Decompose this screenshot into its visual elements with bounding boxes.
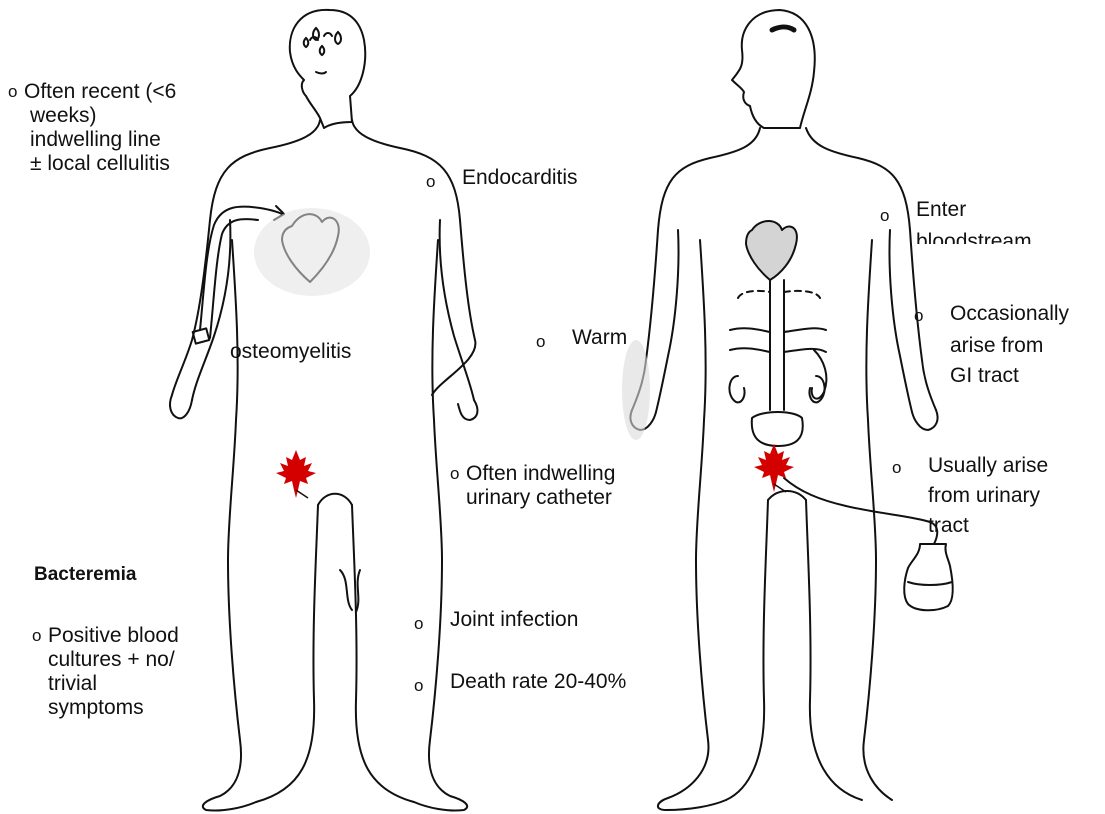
- line-note-line-2: weeks): [30, 104, 97, 128]
- bacteremia-note-line-3: trivial: [48, 672, 97, 696]
- enter-note: Enter bloodstream: [916, 198, 1096, 244]
- right-maple-leaf: [754, 444, 794, 492]
- endocarditis-bullet: o: [426, 172, 435, 192]
- joint-infection-bullet: o: [414, 614, 423, 634]
- left-maple-leaf: [276, 450, 316, 498]
- bacteremia-note-line-4: symptoms: [48, 696, 144, 720]
- bacteremia-title: Bacteremia: [34, 563, 136, 587]
- joint-infection-label: Joint infection: [450, 608, 578, 632]
- enter-line-1: Enter: [916, 198, 966, 222]
- usually-line-1: Usually arise: [928, 454, 1048, 478]
- right-heart: [746, 221, 797, 280]
- catheter-note-line-1: Often indwelling: [466, 462, 615, 486]
- usually-line-2: from urinary: [928, 484, 1040, 508]
- bacteremia-note-line-2: cultures + no/: [48, 648, 175, 672]
- urine-bag: [904, 544, 953, 610]
- enter-bullet: o: [880, 206, 889, 226]
- occasionally-line-3: GI tract: [950, 364, 1019, 388]
- line-note-bullet: o: [8, 82, 17, 102]
- bacteremia-note-bullet: o: [32, 626, 41, 646]
- death-rate-bullet: o: [414, 676, 423, 696]
- occasionally-line-1: Occasionally: [950, 302, 1069, 326]
- warm-bullet: o: [536, 332, 545, 352]
- osteomyelitis-label: osteomyelitis: [230, 340, 351, 364]
- line-note-line-4: ± local cellulitis: [30, 152, 170, 176]
- right-body-figure: [630, 10, 952, 810]
- catheter-note-line-2: urinary catheter: [466, 486, 612, 510]
- line-note-line-1: Often recent (<6: [24, 80, 176, 104]
- usually-bullet: o: [892, 458, 901, 478]
- endocarditis-label: Endocarditis: [462, 166, 578, 190]
- usually-line-3: tract: [928, 514, 969, 538]
- death-rate-label: Death rate 20-40%: [450, 670, 626, 694]
- enter-line-2: bloodstream: [916, 230, 1032, 244]
- left-head: [290, 10, 365, 128]
- left-body-figure: [170, 10, 477, 811]
- catheter-note-bullet: o: [450, 464, 459, 484]
- occasionally-line-2: arise from: [950, 334, 1043, 358]
- line-note-line-3: indwelling line: [30, 128, 161, 152]
- bacteremia-note-line-1: Positive blood: [48, 624, 179, 648]
- occasionally-bullet: o: [914, 306, 923, 326]
- warm-label: Warm: [572, 326, 627, 350]
